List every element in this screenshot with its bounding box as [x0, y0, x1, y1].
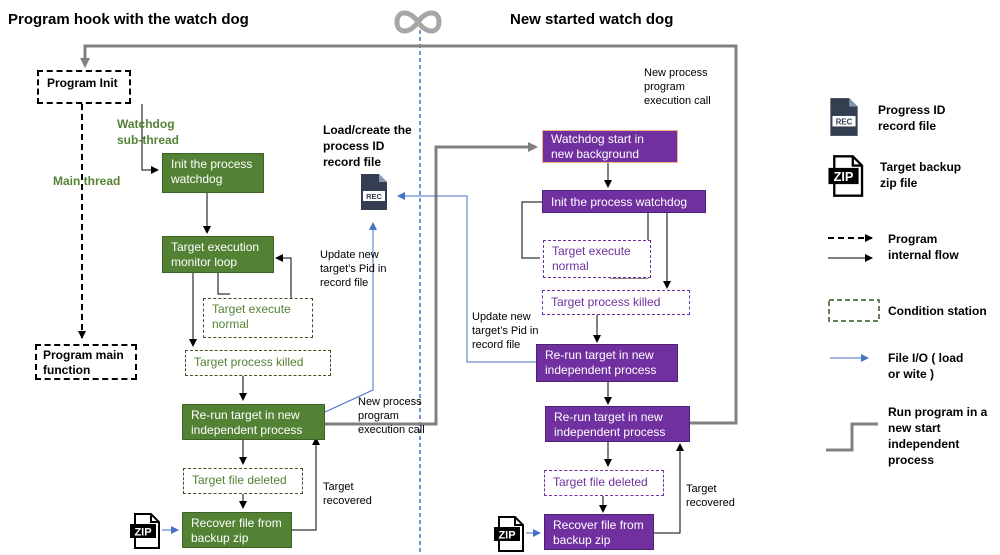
- right-file-deleted-box: Target file deleted: [544, 470, 664, 496]
- legend-condition-station: Condition station: [888, 304, 987, 318]
- svg-text:ZIP: ZIP: [498, 530, 515, 542]
- right-target-recovered-label: Target recovered: [686, 483, 735, 509]
- watchdog-subthread-label: Watchdog sub-thread: [117, 117, 180, 147]
- legend-program-internal-flow: Program internal flow: [888, 232, 959, 262]
- svg-text:REC: REC: [836, 117, 853, 126]
- svg-text:REC: REC: [366, 192, 382, 201]
- rerun-target-box: Re-run target in new independent process: [182, 404, 325, 440]
- left-title: Program hook with the watch dog: [8, 11, 249, 28]
- restart-loop-line: [80, 44, 738, 425]
- right-new-process-call-label: New process program execution call: [644, 67, 711, 107]
- rec-file-icon: REC: [361, 174, 387, 210]
- right-recover-file-box: Recover file from backup zip: [544, 514, 654, 550]
- new-process-call-line: [325, 142, 538, 426]
- recover-file-box: Recover file from backup zip: [182, 512, 292, 548]
- legend-condition-box: [828, 299, 880, 322]
- left-update-pid-label: Update new target’s Pid in record file: [320, 249, 387, 289]
- legend-gray-step: [826, 422, 878, 452]
- right-init-watchdog-box: Init the process watchdog: [542, 190, 706, 213]
- zip-file-icon: ZIP: [828, 155, 864, 197]
- legend-backup-zip: Target backup zip file: [880, 160, 962, 190]
- main-thread-label: Main thread: [53, 174, 121, 188]
- program-main-function-box: Program main function: [35, 344, 137, 380]
- init-watchdog-box: Init the process watchdog: [162, 153, 264, 193]
- right-execute-normal-box: Target execute normal: [543, 240, 651, 278]
- subthread-line: [141, 104, 159, 174]
- right-rerun-target-box-1: Re-run target in new independent process: [536, 344, 678, 382]
- left-target-recovered-label: Target recovered: [323, 481, 372, 507]
- center-new-process-call-label: New process program execution call: [358, 396, 425, 436]
- process-killed-box: Target process killed: [185, 350, 331, 376]
- rec-file-icon: REC: [830, 98, 858, 136]
- svg-text:ZIP: ZIP: [834, 169, 854, 184]
- legend-file-io: File I/O ( load or wite ): [888, 351, 964, 381]
- legend-progress-id: Progress ID record file: [878, 103, 946, 133]
- infinity-icon: [394, 10, 442, 34]
- program-init-box: Program Init: [37, 70, 131, 104]
- monitor-loop-box: Target execution monitor loop: [162, 236, 274, 273]
- right-title: New started watch dog: [510, 11, 674, 28]
- file-deleted-box: Target file deleted: [183, 468, 303, 494]
- right-process-killed-box: Target process killed: [542, 290, 690, 315]
- legend-run-program: Run program in a new start independent p…: [888, 405, 988, 467]
- left-file-io-line: [324, 222, 377, 413]
- svg-text:ZIP: ZIP: [134, 527, 151, 539]
- watchdog-start-box: Watchdog start in new background process: [542, 130, 678, 176]
- zip-file-icon: ZIP: [130, 513, 160, 549]
- right-rerun-target-box-2: Re-run target in new independent process: [545, 406, 690, 442]
- zip-file-icon: ZIP: [494, 516, 524, 552]
- right-update-pid-label: Update new target’s Pid in record file: [472, 311, 539, 351]
- execute-normal-box: Target execute normal: [203, 298, 313, 338]
- right-file-io-line: [397, 192, 536, 363]
- record-file-title: Load/create the process ID record file: [323, 123, 412, 169]
